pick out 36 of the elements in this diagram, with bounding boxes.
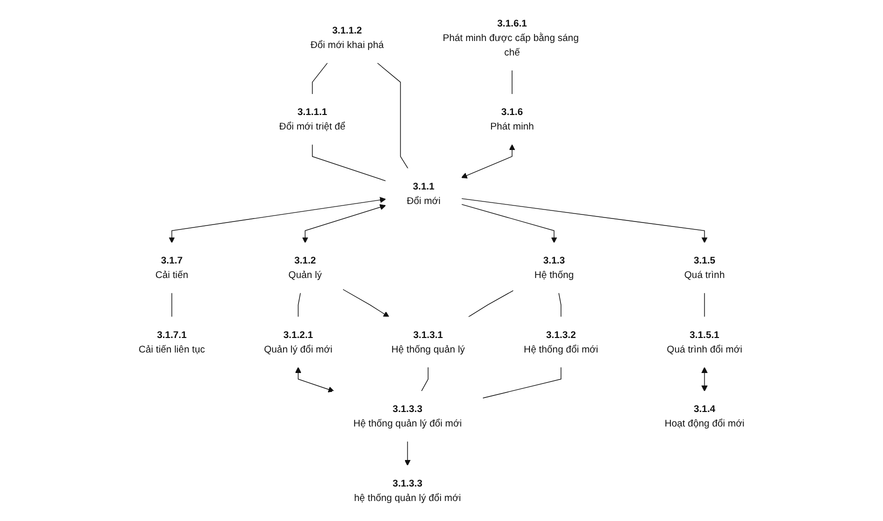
arrow [295, 367, 334, 392]
node-text: 3.1.2 Quản lý [288, 254, 322, 280]
node-text: 3.1.3 Hệ thống [534, 254, 574, 280]
connector [558, 292, 562, 318]
node-text: 3.1.3.3 Hệ thống quản lý đổi mới [353, 403, 462, 429]
node-text: 3.1.5 Quá trình [684, 254, 725, 280]
connector [171, 292, 172, 318]
node-text: 3.1.6.1 Phát minh được cấp bằng sáng chế [442, 17, 579, 58]
node-text: 3.1.3.2 Hệ thống đổi mới [524, 328, 598, 354]
node-text: 3.1.6 Phát minh [490, 106, 534, 132]
node-text: 3.1.7.1 Cải tiến liên tục [138, 328, 206, 354]
node-text: 3.1.3.1 Hệ thống quản lý [391, 328, 465, 354]
arrow [404, 440, 411, 466]
node-text: 3.1.1.1 Đổi mới triệt để [279, 106, 346, 132]
connector [704, 292, 705, 318]
node-text: 3.1.1 Đổi mới [406, 180, 441, 206]
arrow [461, 144, 516, 178]
connector [482, 366, 562, 398]
connector [312, 62, 328, 95]
arrow [342, 288, 390, 318]
node-text: 3.1.2.1 Quản lý đổi mới [264, 328, 332, 354]
connector [376, 62, 408, 169]
arrow [461, 204, 558, 244]
node-text: 3.1.1.2 Đổi mới khai phá [310, 24, 384, 50]
connector [421, 366, 428, 392]
arrow [168, 196, 386, 244]
arrow [701, 367, 708, 392]
connector [468, 290, 514, 318]
arrow [302, 204, 386, 244]
arrow [461, 198, 708, 244]
node-text: 3.1.7 Cải tiến [155, 254, 188, 280]
node-text: 3.1.5.1 Quá trình đổi mới [666, 328, 742, 354]
connector [312, 144, 386, 182]
connector [298, 292, 301, 318]
node-text: 3.1.4 Hoạt động đổi mới [664, 403, 744, 429]
node-text: 3.1.3.3 hệ thống quản lý đổi mới [354, 477, 461, 503]
